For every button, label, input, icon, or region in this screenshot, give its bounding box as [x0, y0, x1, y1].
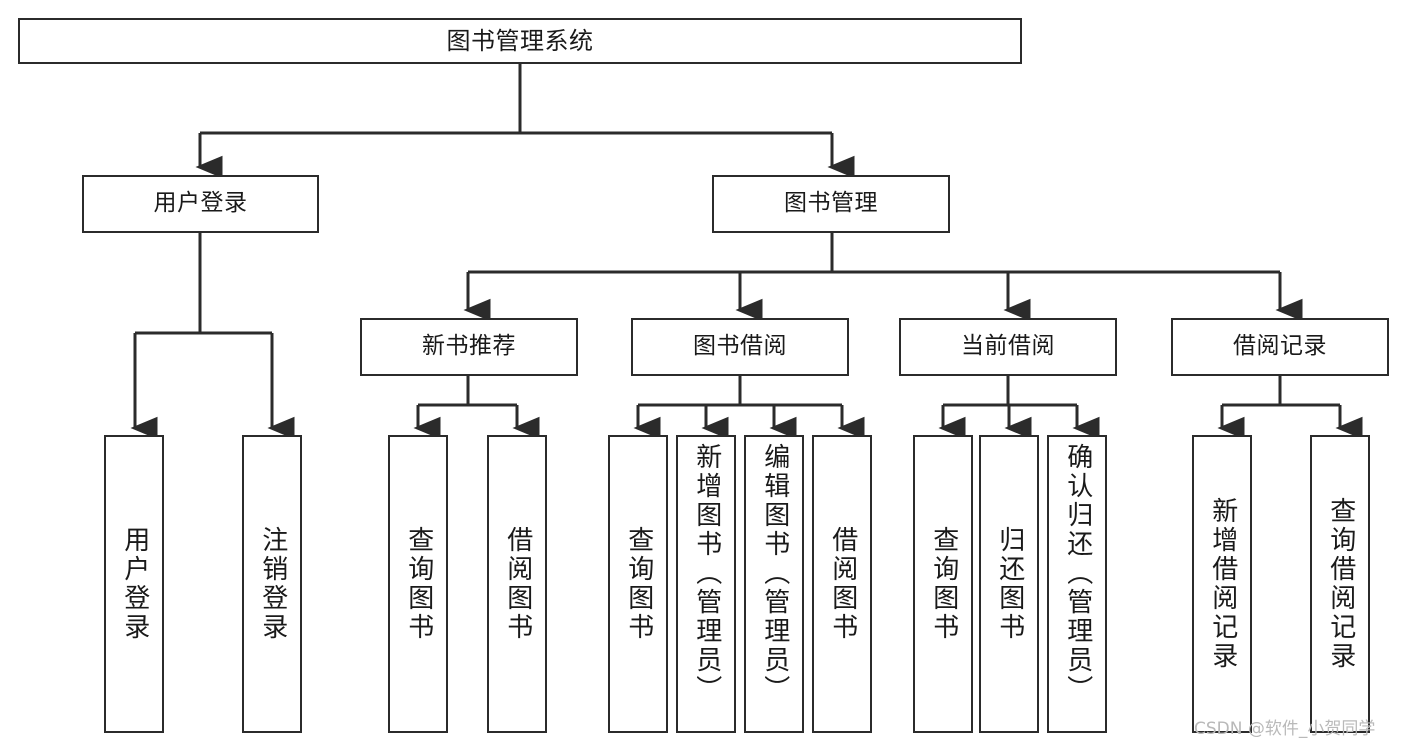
node-label: 借阅记录: [1233, 333, 1327, 360]
node-label: 图书借阅: [693, 333, 787, 360]
node-label: 用户登录: [153, 190, 248, 217]
node-label: 新书推荐: [422, 333, 516, 360]
leaf-query-book-recommend[interactable]: 查询图书: [388, 435, 448, 733]
leaf-user-login[interactable]: 用户登录: [104, 435, 164, 733]
node-label: 新增借阅记录: [1207, 497, 1238, 671]
node-user-login[interactable]: 用户登录: [82, 175, 319, 233]
node-book-manage[interactable]: 图书管理: [712, 175, 950, 233]
node-current-borrow[interactable]: 当前借阅: [899, 318, 1117, 376]
node-label: 查询图书: [928, 526, 959, 642]
node-label: 借阅图书: [827, 526, 858, 642]
node-label: 归还图书: [994, 526, 1025, 642]
leaf-confirm-return[interactable]: 确认归还（管理员）: [1047, 435, 1107, 733]
leaf-add-book[interactable]: 新增图书（管理员）: [676, 435, 736, 733]
node-book-borrow[interactable]: 图书借阅: [631, 318, 849, 376]
node-label: 用户登录: [119, 526, 150, 642]
node-book-management-system[interactable]: 图书管理系统: [18, 18, 1022, 64]
leaf-query-borrow-record[interactable]: 查询借阅记录: [1310, 435, 1370, 733]
node-label: 查询图书: [403, 526, 434, 642]
node-label: 注销登录: [257, 526, 288, 642]
leaf-query-book-current[interactable]: 查询图书: [913, 435, 973, 733]
leaf-edit-book[interactable]: 编辑图书（管理员）: [744, 435, 804, 733]
leaf-query-book-borrow[interactable]: 查询图书: [608, 435, 668, 733]
node-label: 图书管理系统: [446, 26, 594, 55]
node-label: 编辑图书（管理员）: [759, 443, 790, 704]
node-label: 图书管理: [784, 190, 878, 217]
leaf-borrow-book[interactable]: 借阅图书: [812, 435, 872, 733]
node-label: 查询图书: [623, 526, 654, 642]
leaf-return-book[interactable]: 归还图书: [979, 435, 1039, 733]
leaf-add-borrow-record[interactable]: 新增借阅记录: [1192, 435, 1252, 733]
node-label: 查询借阅记录: [1325, 497, 1356, 671]
csdn-watermark: CSDN @软件_小贺同学: [1194, 719, 1376, 739]
leaf-borrow-book-recommend[interactable]: 借阅图书: [487, 435, 547, 733]
node-label: 借阅图书: [502, 526, 533, 642]
node-label: 当前借阅: [961, 333, 1055, 360]
node-new-book-recommend[interactable]: 新书推荐: [360, 318, 578, 376]
node-label: 确认归还（管理员）: [1062, 443, 1093, 704]
node-borrow-record[interactable]: 借阅记录: [1171, 318, 1389, 376]
leaf-user-logout[interactable]: 注销登录: [242, 435, 302, 733]
node-label: 新增图书（管理员）: [691, 443, 722, 704]
